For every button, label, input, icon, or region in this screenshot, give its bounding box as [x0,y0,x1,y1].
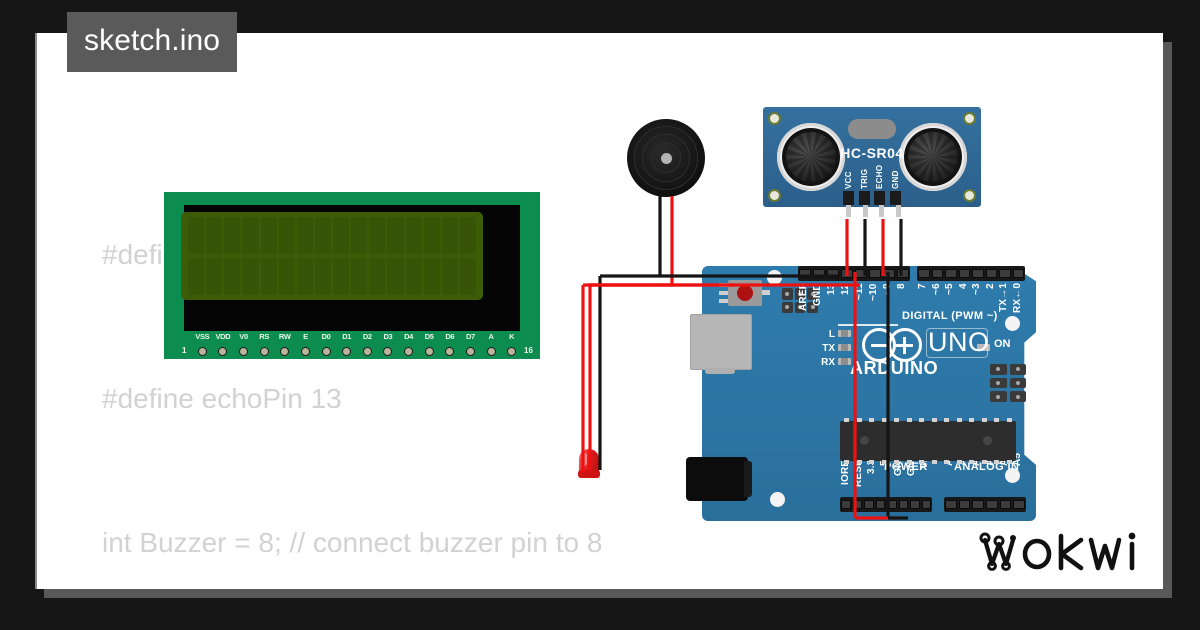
hc-sr04-pin-legs [843,205,901,217]
icsp-header [990,364,1026,402]
buzzer-ring [651,143,681,173]
power-group-label: POWER [884,461,928,473]
lcd-pin-label: K [509,332,515,341]
code-line: #define echoPin 13 [102,383,342,414]
power-led-label: ON [994,338,1011,350]
status-led-label-tx: TX [822,343,835,354]
lcd-character-grid [188,217,476,295]
lcd-row [188,217,476,254]
wokwi-logo-icon [979,532,1136,571]
lcd-pin-label: RW [278,332,291,341]
power-header[interactable] [840,497,932,512]
status-led-rx [838,358,851,365]
analog-header[interactable] [944,497,1026,512]
usb-connector [690,314,752,374]
lcd-pin-label: VSS [195,332,210,341]
analog-group-label: ANALOG IN [954,461,1020,473]
led-flange [578,470,600,478]
arduino-pcb [702,266,1036,521]
lcd-pin-label: D0 [321,332,331,341]
file-tab-sketch-ino[interactable]: sketch.ino [67,12,238,72]
mounting-hole [1005,316,1020,331]
lcd-pin-header: 1 16 VSS VDD V0 RS RW E D0 D1 D2 D3 D4 D… [164,332,540,359]
reset-button-cap [737,285,753,301]
lcd-pin-label: D6 [445,332,455,341]
microcontroller-chip [840,418,1016,464]
status-led-labels: L TX RX [805,328,835,370]
board-brand-label: ARDUINO [850,358,939,378]
digital-header-right[interactable] [917,266,1025,281]
status-led-label-l: L [828,329,835,340]
power-jack [686,457,752,501]
lcd-pin-label: D7 [465,332,475,341]
digital-group-rule [838,324,898,326]
lcd-screen [181,212,483,300]
lcd-pin-label: D4 [404,332,414,341]
power-led [977,344,990,351]
mounting-hole [963,112,976,125]
component-arduino-uno[interactable]: AREF GND 13 12 ~11 ~10 ~9 8 7 ~6 ~5 4 ~3… [686,266,1036,521]
component-buzzer[interactable] [627,119,705,197]
lcd-pin-label: E [303,332,308,341]
component-hc-sr04[interactable]: HC-SR04 VCC TRIG ECHO GND [763,107,981,217]
ultrasonic-receiver [899,123,967,191]
hc-sr04-pin-header [843,191,901,205]
lcd-row [188,258,476,295]
board-model-label: UNO [928,327,990,357]
lcd-pin-label: D3 [383,332,393,341]
status-led-tx [838,344,851,351]
lcd-pin-label: V0 [239,332,248,341]
mounting-hole [963,189,976,202]
icsp2-header [782,288,818,313]
file-tab-label: sketch.ino [84,24,221,57]
mounting-hole [768,112,781,125]
crystal-oscillator [848,119,896,139]
mounting-hole [768,189,781,202]
lcd-pin-holes [192,344,522,358]
mounting-hole [1005,468,1020,483]
buzzer-ring [634,126,698,190]
component-lcd1602[interactable]: 1 16 VSS VDD V0 RS RW E D0 D1 D2 D3 D4 D… [164,192,540,359]
code-line: int Buzzer = 8; // connect buzzer pin to… [102,527,603,558]
lcd-pin-label: VDD [215,332,231,341]
status-led-label-rx: RX [821,357,835,368]
lcd-pin-label: D2 [362,332,372,341]
buzzer-sound-hole [660,152,672,164]
uno-label-box [926,328,988,358]
lcd-pin-number-first: 1 [182,346,187,355]
wokwi-logo [977,528,1157,574]
lcd-pin-label: A [488,332,494,341]
hc-sr04-label: HC-SR04 [840,145,904,161]
lcd-pin-label: D5 [424,332,434,341]
digital-group-label: DIGITAL (PWM ~) [902,310,998,322]
lcd-pin-label: D1 [342,332,352,341]
lcd-pin-label: RS [259,332,270,341]
lcd-pin-labels: VSS VDD V0 RS RW E D0 D1 D2 D3 D4 D5 D6 … [192,332,522,344]
mounting-hole [770,492,785,507]
ultrasonic-transmitter [777,123,845,191]
status-led-l [838,330,851,337]
lcd-pin-number-last: 16 [524,346,533,355]
buzzer-ring [642,134,690,182]
